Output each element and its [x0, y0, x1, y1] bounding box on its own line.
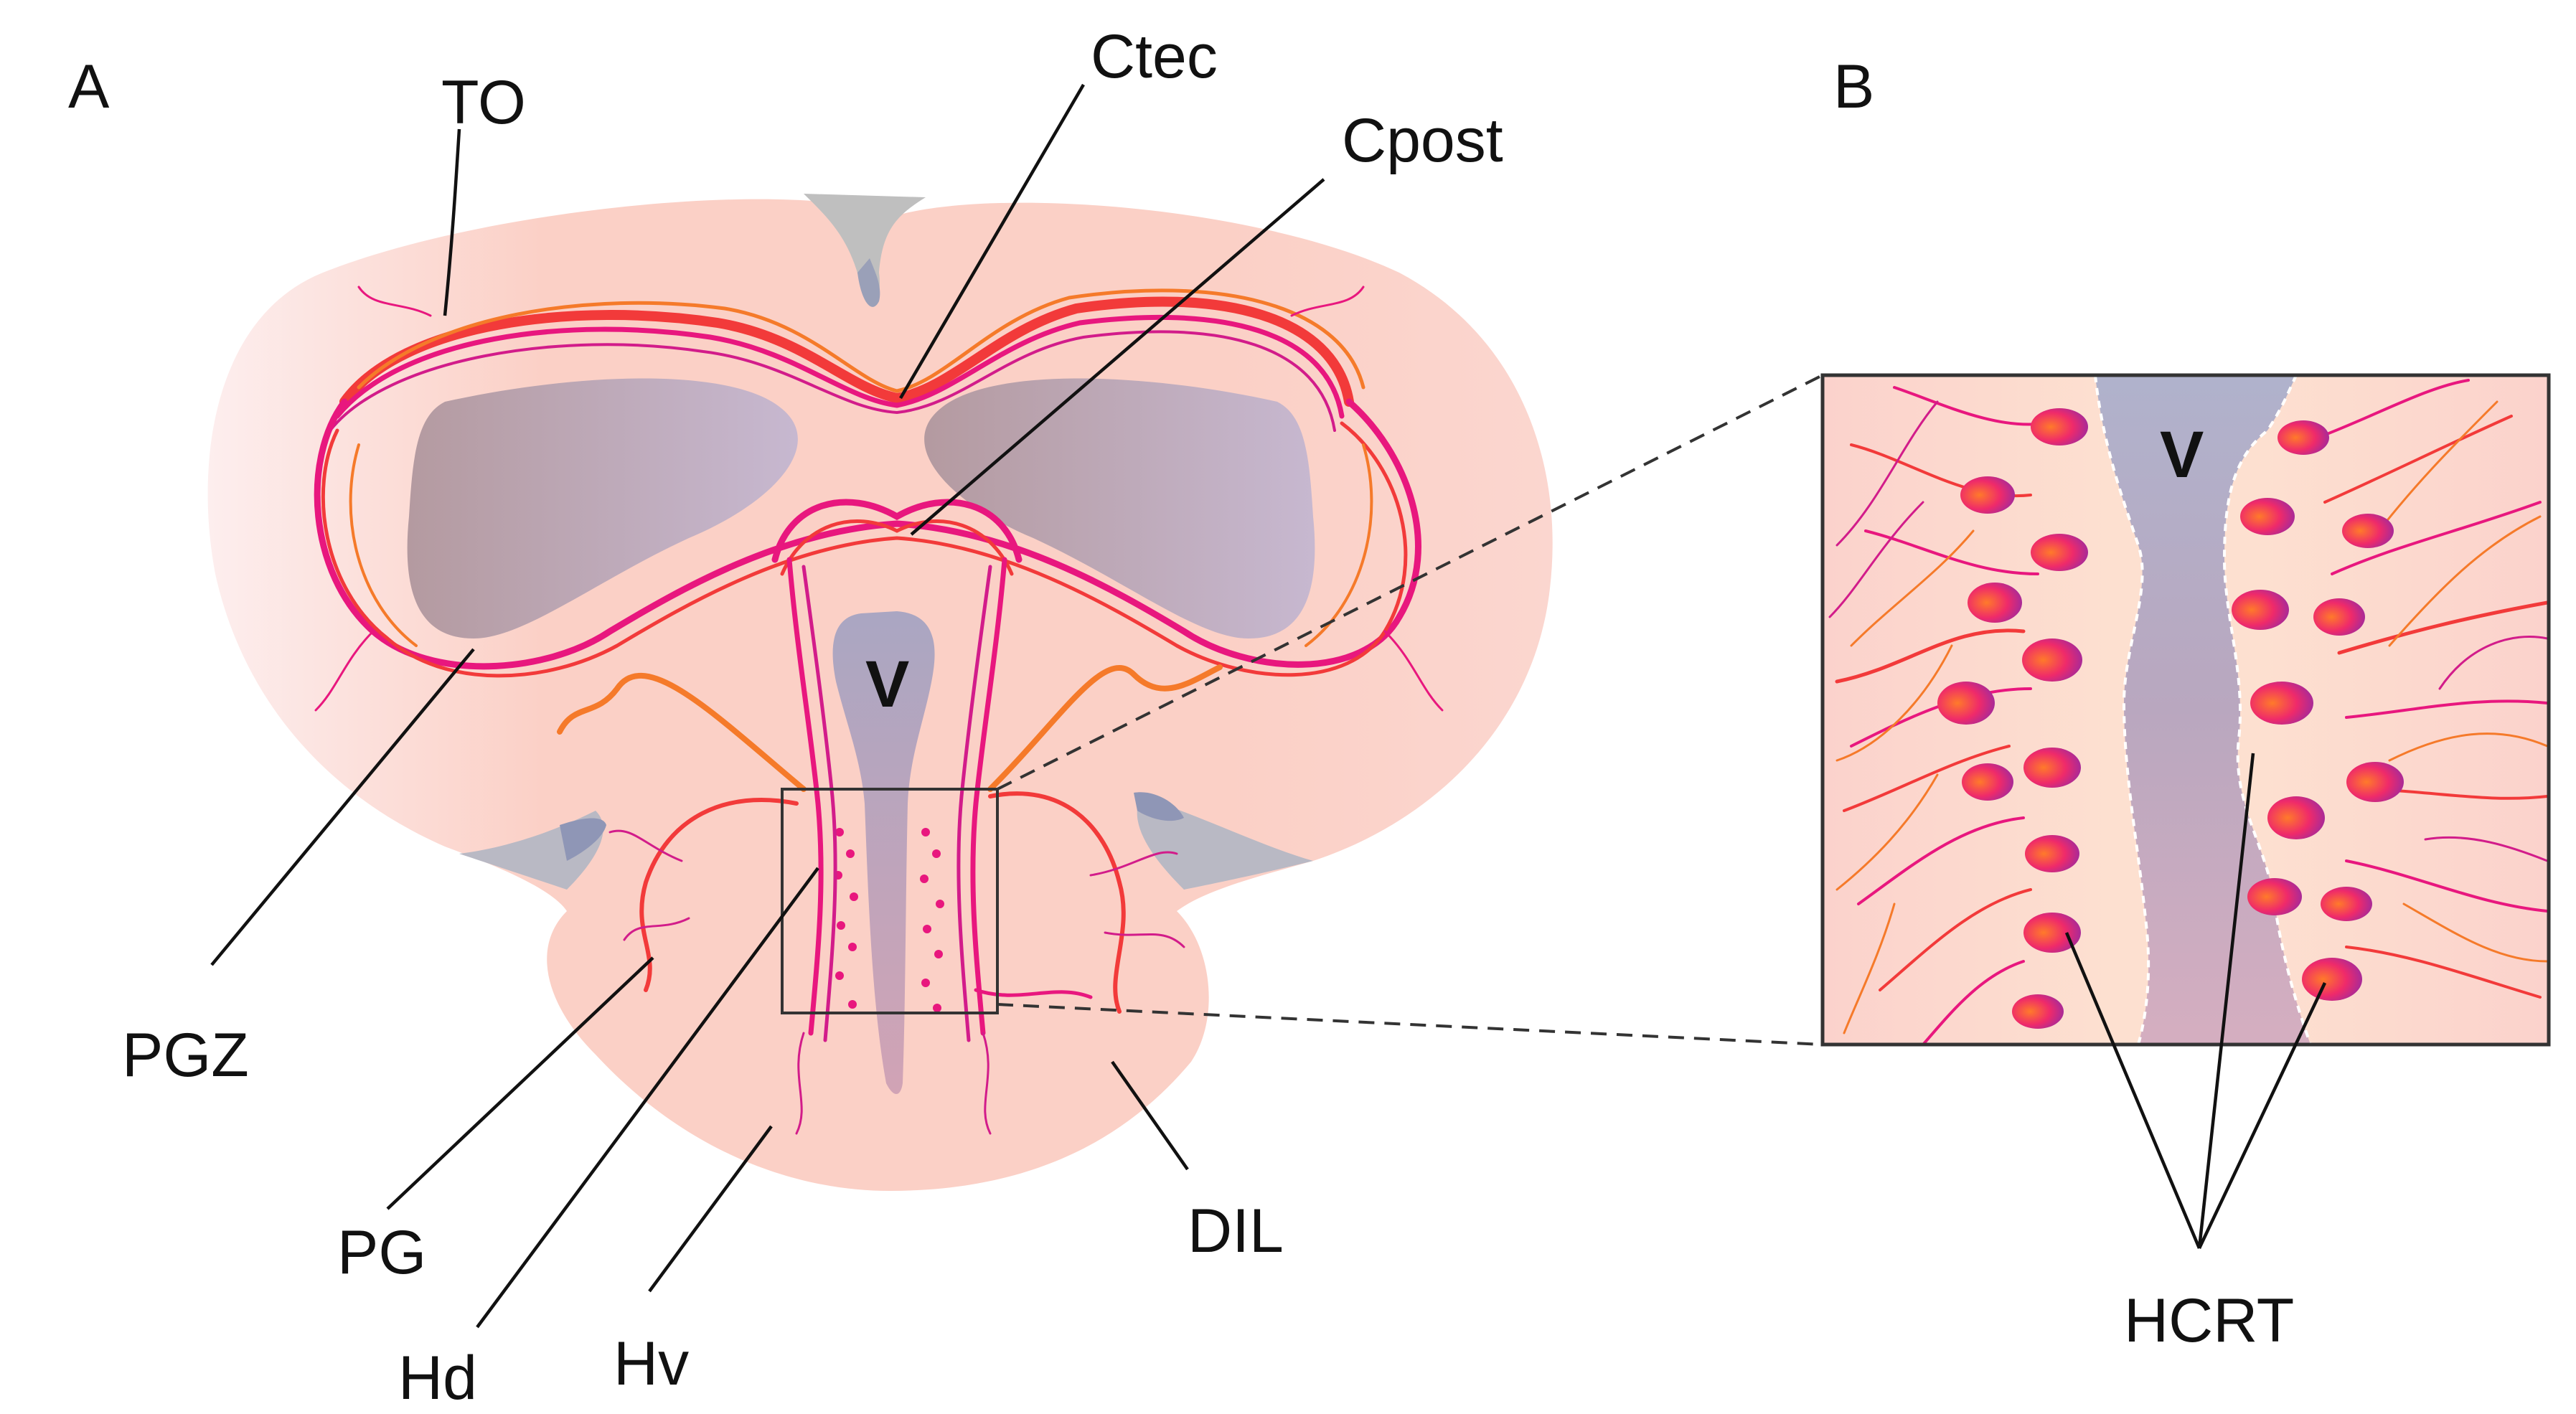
lateral-notch-right — [1137, 796, 1313, 890]
neuron-soma-icon — [2277, 420, 2329, 455]
neuron-soma-icon — [2031, 408, 2088, 446]
leader-lines — [210, 83, 2327, 1329]
panel-b-frame — [1820, 373, 2551, 1047]
ventricle-label-b: V — [2160, 418, 2204, 491]
neuron-soma-icon — [2031, 534, 2088, 571]
ventricle-a — [832, 611, 935, 1094]
neuron-soma-icon — [2025, 835, 2079, 872]
label-dil: DIL — [1188, 1197, 1284, 1265]
neuron-soma-icon — [2247, 878, 2302, 915]
neuron-soma-icon — [2321, 887, 2372, 921]
zoom-box — [781, 788, 999, 1014]
hcrt-fibers-b-right — [2316, 379, 2549, 999]
neuron-soma-icon — [2250, 682, 2313, 725]
panel-a: V — [207, 194, 1553, 1192]
label-pg: PG — [337, 1218, 426, 1287]
dorsal-notch — [804, 194, 926, 303]
neuron-soma-icon — [1968, 583, 2022, 623]
neuron-soma-icon — [2232, 590, 2289, 630]
panel-a-letter: A — [68, 52, 110, 121]
ventricle-label-a: V — [865, 648, 909, 721]
label-to: TO — [441, 68, 526, 137]
neuron-soma-icon — [2023, 748, 2081, 788]
label-hv: Hv — [614, 1329, 689, 1398]
label-ctec: Ctec — [1091, 22, 1218, 91]
panel-b: V — [1820, 373, 2551, 1047]
label-hd: Hd — [398, 1344, 477, 1413]
tectal-ventricle-left — [407, 378, 798, 638]
neuron-soma-icon — [2022, 638, 2082, 682]
label-cpost: Cpost — [1342, 106, 1503, 175]
label-pgz: PGZ — [122, 1021, 249, 1090]
tectal-ventricle-right — [924, 378, 1315, 638]
labels: A B TO Ctec Cpost PGZ PG Hd Hv DIL HCRT — [68, 22, 2294, 1413]
neuron-soma-icon — [2313, 598, 2365, 636]
neuron-soma-icon — [1962, 763, 2013, 801]
hcrt-neurons-b — [1937, 408, 2404, 1029]
neuron-soma-icon — [1937, 682, 1995, 725]
neuron-soma-icon — [2302, 958, 2362, 1001]
neuron-soma-icon — [2240, 498, 2295, 535]
hcrt-fibers-a — [314, 286, 1444, 1135]
label-hcrt: HCRT — [2124, 1286, 2294, 1355]
neuron-soma-icon — [2012, 994, 2064, 1029]
neuron-soma-icon — [2267, 796, 2325, 839]
panel-b-letter: B — [1833, 52, 1874, 121]
neuron-soma-icon — [2346, 762, 2404, 802]
neuron-soma-icon — [2023, 913, 2081, 953]
neuron-soma-icon — [1960, 476, 2015, 514]
ventricle-b — [2095, 375, 2311, 1045]
neuron-soma-icon — [2342, 514, 2394, 548]
zoom-connector-bottom — [997, 1003, 1823, 1046]
